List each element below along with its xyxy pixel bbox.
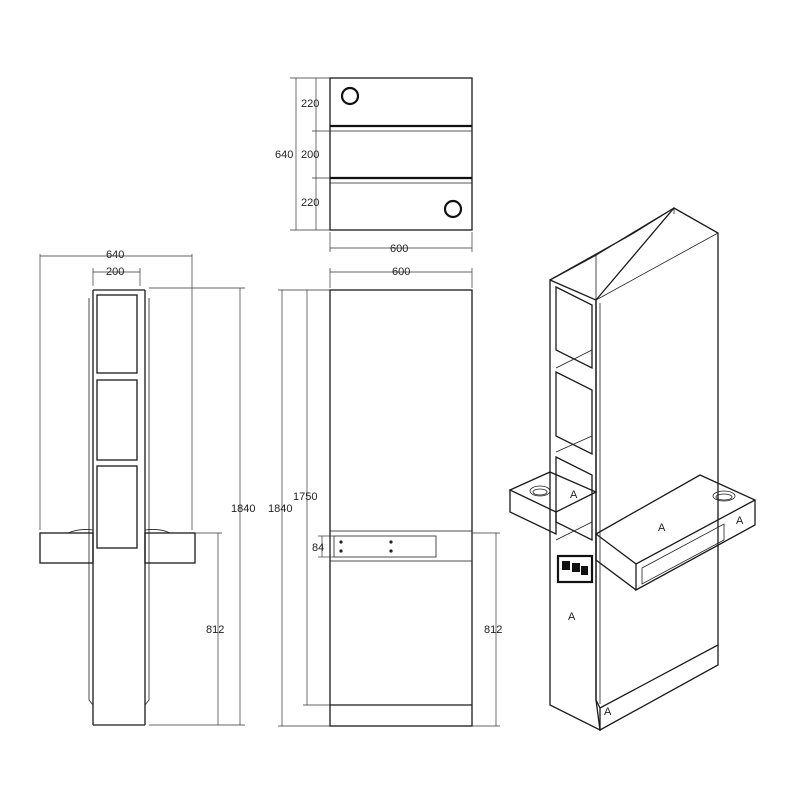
iso-basin-left [529, 485, 551, 497]
side-dim-counter: 812 [206, 624, 224, 636]
iso-label-a3: A [736, 515, 744, 527]
iso-cubby-2 [555, 370, 593, 456]
side-tower-back-left [88, 298, 94, 706]
front-dim-height-outer: 1840 [268, 503, 292, 515]
side-counter-left [39, 532, 94, 564]
side-counter-right [144, 532, 196, 564]
iso-label-a1: A [570, 489, 578, 501]
top-dim-top: 220 [301, 98, 319, 110]
iso-power-socket [556, 554, 594, 584]
iso-counter-right-side [595, 534, 637, 591]
front-screw-1 [339, 540, 343, 544]
front-dim-height-inner: 1750 [293, 491, 317, 503]
side-shelf-3 [96, 465, 138, 549]
side-tower-back-right [144, 298, 150, 706]
iso-counter-left-front [509, 490, 557, 536]
iso-socket-pin-1 [562, 561, 570, 570]
iso-counter-right-front [635, 500, 756, 592]
iso-cubby-2-floor [555, 435, 593, 453]
front-dim-shelf: 84 [312, 542, 324, 554]
iso-basin-right [712, 490, 736, 502]
side-view: 640 200 1840 812 [39, 249, 255, 726]
front-screw-4 [389, 549, 393, 553]
front-screw-3 [389, 540, 393, 544]
top-view-basin-bottom [443, 199, 463, 219]
side-dim-height: 1840 [231, 503, 255, 515]
top-view-basin-top [340, 86, 360, 106]
iso-cubby-1 [555, 285, 593, 370]
iso-basin-right-inner [715, 493, 733, 501]
iso-counter-right-slot [641, 523, 725, 585]
side-dim-width: 640 [106, 249, 124, 261]
side-counter-basin-right [144, 529, 171, 534]
side-shelf-1 [96, 294, 138, 374]
top-view-outline [329, 77, 473, 231]
iso-counter-right-top [594, 474, 757, 565]
top-view: 640 220 200 220 600 [275, 77, 473, 255]
iso-basin-left-inner [532, 488, 548, 496]
front-dim-width: 600 [392, 266, 410, 278]
iso-cubby-1-floor [555, 349, 593, 369]
front-counter-band [329, 530, 473, 562]
front-dim-counter: 812 [484, 624, 502, 636]
iso-view: A A A A A [508, 207, 757, 732]
iso-cubby-3 [555, 455, 593, 542]
iso-socket-pin-2 [572, 563, 580, 572]
front-view: 600 1840 1750 84 812 [268, 266, 502, 727]
front-outline [329, 289, 473, 727]
iso-label-a2: A [658, 522, 666, 534]
top-dim-mid: 200 [301, 149, 319, 161]
front-shelf-panel [333, 535, 437, 558]
iso-tower-top-edge [549, 233, 633, 281]
front-screw-2 [339, 549, 343, 553]
top-dim-bottom: 220 [301, 197, 319, 209]
iso-mirror-top-front [595, 232, 719, 301]
side-dim-column: 200 [106, 266, 124, 278]
iso-tower [549, 279, 601, 732]
iso-plinth [599, 645, 719, 732]
iso-counter-left-top [508, 471, 598, 513]
iso-cubby-3-floor [555, 521, 593, 541]
side-shelf-2 [96, 379, 138, 461]
iso-mirror-panel [595, 207, 719, 709]
top-dim-width: 600 [390, 243, 408, 255]
top-dim-total: 640 [275, 149, 293, 161]
iso-socket-pin-3 [581, 566, 588, 575]
side-counter-basin-left [67, 529, 94, 534]
iso-label-a4: A [568, 611, 576, 623]
iso-label-a5: A [604, 706, 612, 718]
